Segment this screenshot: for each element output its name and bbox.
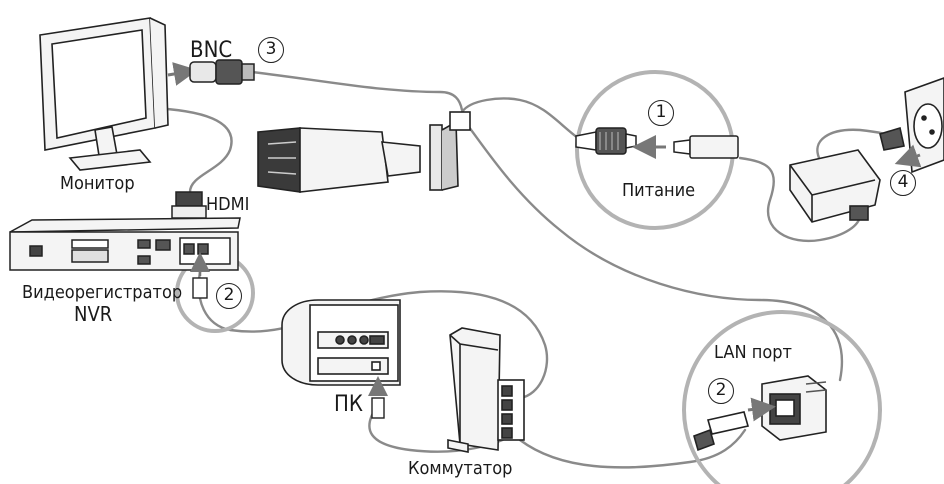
bnc-connector-drawing <box>167 59 255 86</box>
camera-lan-lead <box>460 116 844 382</box>
wall-socket-drawing <box>879 77 944 174</box>
cables <box>148 70 902 469</box>
hdmi-label: HDMI <box>206 194 250 215</box>
step-4-marker: 4 <box>890 170 916 196</box>
power-label: Питание <box>622 180 696 201</box>
step-2-lan-marker: 2 <box>708 378 734 404</box>
switch-drawing <box>447 327 525 453</box>
lan-port-label: LAN порт <box>714 342 792 363</box>
power-cable <box>738 156 862 243</box>
pc-label: ПК <box>334 392 363 417</box>
nvr-drawing <box>9 217 241 271</box>
hdmi-connector-drawing <box>171 191 207 219</box>
step-3-marker: 3 <box>258 37 284 63</box>
camera-pigtail <box>460 97 580 140</box>
nvr-label-line1: Видеорегистратор <box>22 282 183 303</box>
hdmi-cable <box>148 106 233 194</box>
pc-drawing <box>281 299 401 386</box>
bnc-cable <box>250 70 464 112</box>
nvr-label-line2: NVR <box>74 302 113 326</box>
step-1-marker: 1 <box>648 100 674 126</box>
monitor-drawing <box>39 17 169 171</box>
camera-drawing <box>257 111 471 193</box>
bnc-label: BNC <box>190 38 233 63</box>
power-adapter-drawing <box>789 149 881 223</box>
switch-label: Коммутатор <box>408 458 513 479</box>
power-connectors-drawing <box>575 127 739 159</box>
monitor-label: Монитор <box>60 173 135 194</box>
pc-lan-plug-drawing <box>368 376 388 419</box>
nvr-lan-cable <box>197 270 549 400</box>
lan-port-highlight <box>682 310 882 484</box>
step-2-nvr-marker: 2 <box>216 283 242 309</box>
lan-port-drawing <box>693 375 827 452</box>
nvr-lan-plug-drawing <box>190 252 210 299</box>
switch-lan-cable <box>518 428 747 469</box>
